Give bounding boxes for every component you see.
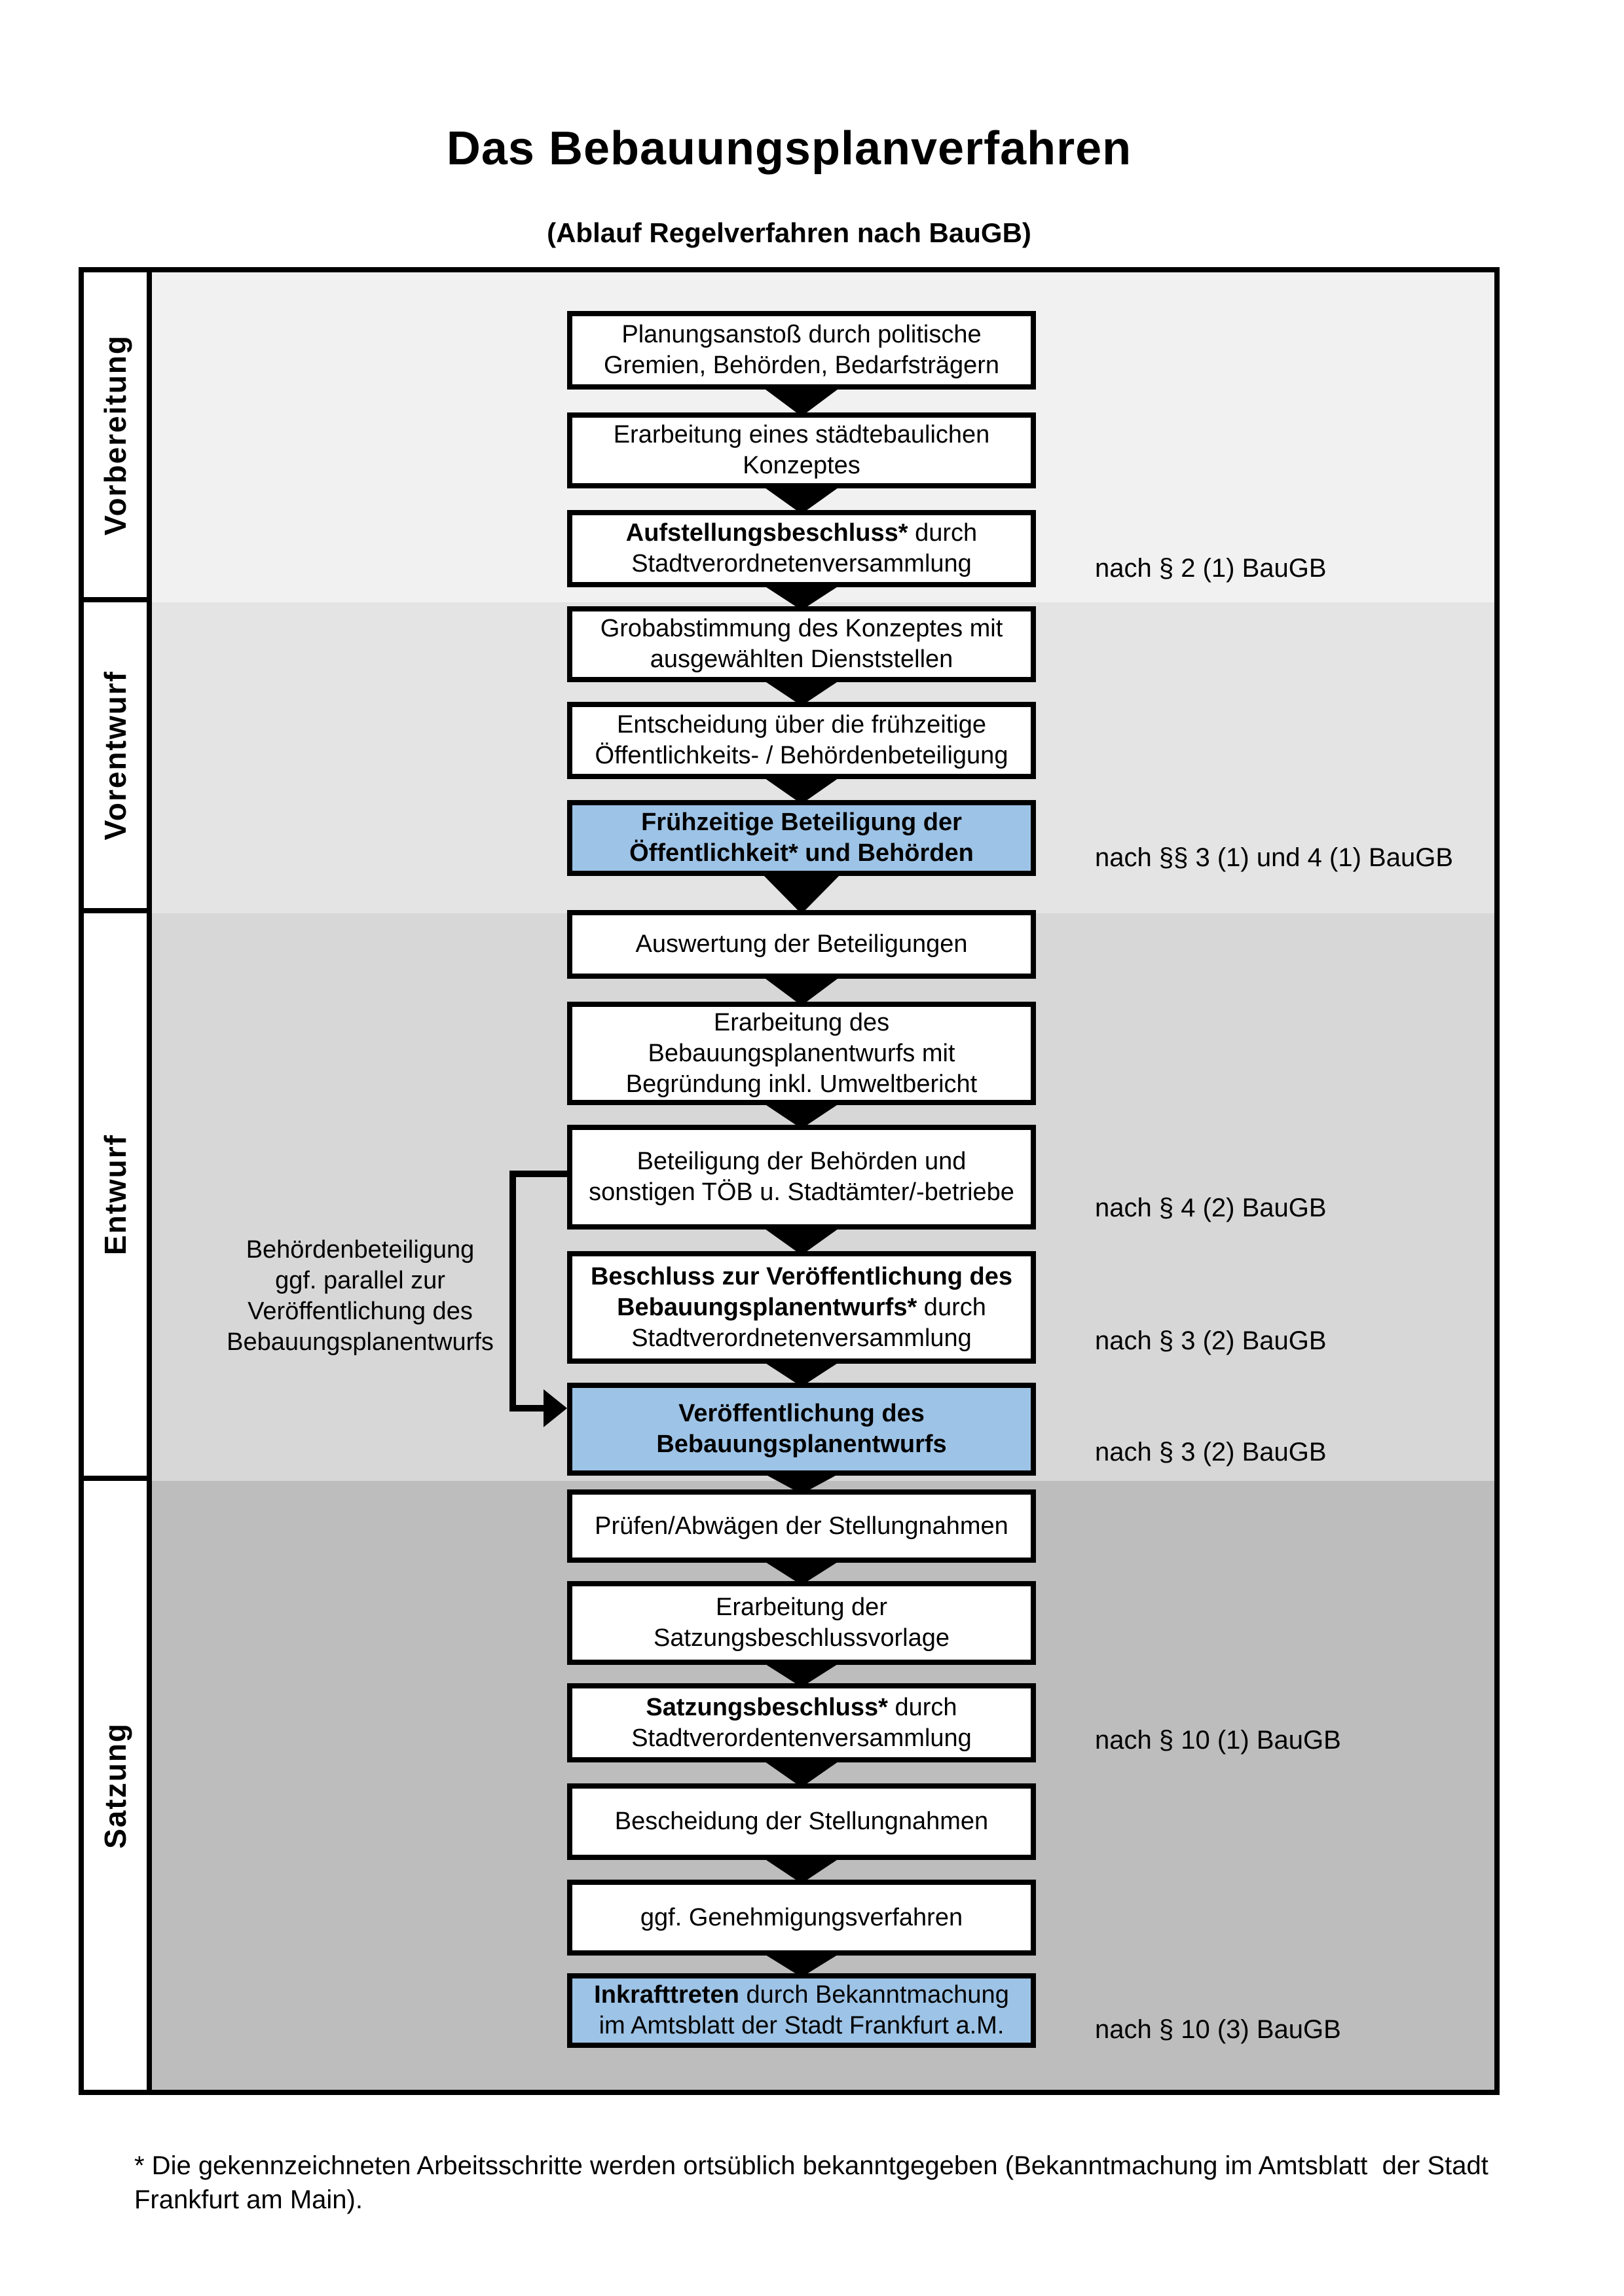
parallel-note: Behördenbeteiligung ggf. parallel zur Ve… bbox=[227, 1236, 494, 1356]
phase-column: Vorbereitung Vorentwurf Entwurf Satzung bbox=[84, 272, 152, 2090]
flow-arrow-down-icon bbox=[760, 1360, 843, 1387]
step-text: Planungsanstoß durch politische Gremien,… bbox=[603, 321, 1000, 379]
step-text: Beteiligung der Behörden und sonstigen T… bbox=[589, 1148, 1014, 1206]
step-box-veroeffentlichung: Veröffentlichung des Bebauungsplanentwur… bbox=[567, 1383, 1036, 1476]
law-ref-fruehzeitige-beteiligung: nach §§ 3 (1) und 4 (1) BauGB bbox=[1095, 843, 1453, 872]
law-ref-satzungsbeschluss: nach § 10 (1) BauGB bbox=[1095, 1726, 1341, 1755]
flow-arrow-down-icon bbox=[760, 583, 843, 610]
step-text: ggf. Genehmigungsverfahren bbox=[640, 1903, 963, 1931]
step-text: Auswertung der Beteiligungen bbox=[635, 930, 968, 958]
step-box-fruehzeitige-beteiligung: Frühzeitige Beteiligung der Öffentlichke… bbox=[567, 800, 1036, 876]
phase-cell-vorbereitung: Vorbereitung bbox=[84, 272, 147, 602]
phase-label-satzung: Satzung bbox=[98, 1722, 132, 1849]
step-box-auswertung: Auswertung der Beteiligungen bbox=[567, 910, 1036, 979]
phase-label-entwurf: Entwurf bbox=[98, 1133, 132, 1256]
step-text: Satzungsbeschluss* durch Stadtverordente… bbox=[631, 1693, 972, 1752]
phase-cell-vorentwurf: Vorentwurf bbox=[84, 602, 147, 913]
connector-elbow-top-segment bbox=[509, 1171, 567, 1177]
footnote: * Die gekennzeichneten Arbeitsschritte w… bbox=[134, 2151, 1488, 2214]
step-text: Grobabstimmung des Konzeptes mit ausgewä… bbox=[600, 615, 1003, 673]
step-box-toeb-beteiligung: Beteiligung der Behörden und sonstigen T… bbox=[567, 1125, 1036, 1230]
flow-arrow-down-icon bbox=[760, 1758, 843, 1787]
step-box-genehmigungsverfahren: ggf. Genehmigungsverfahren bbox=[567, 1880, 1036, 1956]
page-subtitle: (Ablauf Regelverfahren nach BauGB) bbox=[547, 217, 1031, 248]
flow-arrow-down-icon bbox=[760, 484, 843, 514]
phase-cell-entwurf: Entwurf bbox=[84, 913, 147, 1481]
law-ref-veroeffentlichungsbeschluss: nach § 3 (2) BauGB bbox=[1095, 1326, 1327, 1355]
step-box-veroeffentlichungsbeschluss: Beschluss zur Veröffentlichung des Bebau… bbox=[567, 1251, 1036, 1364]
law-ref-inkrafttreten: nach § 10 (3) BauGB bbox=[1095, 2015, 1341, 2044]
step-text: Erarbeitung eines städtebaulichen Konzep… bbox=[613, 421, 990, 479]
connector-right-arrowhead-icon bbox=[544, 1389, 567, 1427]
step-box-aufstellungsbeschluss: Aufstellungsbeschluss* durch Stadtverord… bbox=[567, 510, 1036, 587]
step-box-planungsanstoss: Planungsanstoß durch politische Gremien,… bbox=[567, 311, 1036, 390]
flow-arrow-down-icon bbox=[760, 1472, 843, 1494]
step-text: Beschluss zur Veröffentlichung des Bebau… bbox=[590, 1262, 1013, 1352]
step-text: Veröffentlichung des Bebauungsplanentwur… bbox=[656, 1400, 947, 1458]
step-box-satzungsbeschluss: Satzungsbeschluss* durch Stadtverordente… bbox=[567, 1683, 1036, 1762]
flow-arrow-down-icon bbox=[760, 1226, 843, 1255]
step-text: Erarbeitung der Satzungsbeschlussvorlage bbox=[653, 1594, 950, 1652]
flow-arrow-down-icon bbox=[760, 1559, 843, 1585]
phase-label-vorbereitung: Vorbereitung bbox=[98, 334, 132, 536]
flow-arrow-down-icon bbox=[760, 386, 843, 416]
flow-arrow-down-icon bbox=[760, 872, 843, 914]
phase-cell-satzung: Satzung bbox=[84, 1481, 147, 2090]
flow-arrow-down-icon bbox=[760, 1952, 843, 1977]
connector-elbow-bottom-segment bbox=[509, 1405, 547, 1412]
step-box-beschlussvorlage: Erarbeitung der Satzungsbeschlussvorlage bbox=[567, 1581, 1036, 1665]
step-text: Bescheidung der Stellungnahmen bbox=[614, 1808, 989, 1835]
flow-arrow-down-icon bbox=[760, 775, 843, 804]
step-box-grobabstimmung: Grobabstimmung des Konzeptes mit ausgewä… bbox=[567, 606, 1036, 682]
flow-arrow-down-icon bbox=[760, 678, 843, 706]
step-text: Prüfen/Abwägen der Stellungnahmen bbox=[595, 1512, 1008, 1540]
flow-arrow-down-icon bbox=[760, 1661, 843, 1687]
step-box-konzept: Erarbeitung eines städtebaulichen Konzep… bbox=[567, 412, 1036, 488]
phase-label-vorentwurf: Vorentwurf bbox=[98, 670, 132, 841]
step-box-entscheidung: Entscheidung über die frühzeitige Öffent… bbox=[567, 702, 1036, 779]
step-text: Erarbeitung des Bebauungsplanentwurfs mi… bbox=[625, 1008, 978, 1098]
flow-arrow-down-icon bbox=[760, 1856, 843, 1884]
law-ref-toeb-beteiligung: nach § 4 (2) BauGB bbox=[1095, 1194, 1327, 1222]
flow-arrow-down-icon bbox=[760, 1101, 843, 1129]
flow-arrow-down-icon bbox=[760, 975, 843, 1006]
connector-elbow-vertical-segment bbox=[509, 1171, 516, 1412]
step-box-bescheidung: Bescheidung der Stellungnahmen bbox=[567, 1783, 1036, 1860]
step-box-planentwurf: Erarbeitung des Bebauungsplanentwurfs mi… bbox=[567, 1002, 1036, 1105]
step-text: Inkrafttreten durch Bekanntmachung im Am… bbox=[594, 1981, 1009, 2039]
law-ref-veroeffentlichung: nach § 3 (2) BauGB bbox=[1095, 1438, 1327, 1467]
law-ref-aufstellungsbeschluss: nach § 2 (1) BauGB bbox=[1095, 554, 1327, 583]
step-text: Entscheidung über die frühzeitige Öffent… bbox=[595, 711, 1008, 769]
page-title: Das Bebauungsplanverfahren bbox=[446, 122, 1132, 175]
step-box-inkrafttreten: Inkrafttreten durch Bekanntmachung im Am… bbox=[567, 1973, 1036, 2048]
step-text: Frühzeitige Beteiligung der Öffentlichke… bbox=[629, 809, 974, 867]
step-box-pruefen-abwaegen: Prüfen/Abwägen der Stellungnahmen bbox=[567, 1489, 1036, 1563]
step-text: Aufstellungsbeschluss* durch Stadtverord… bbox=[625, 519, 978, 577]
